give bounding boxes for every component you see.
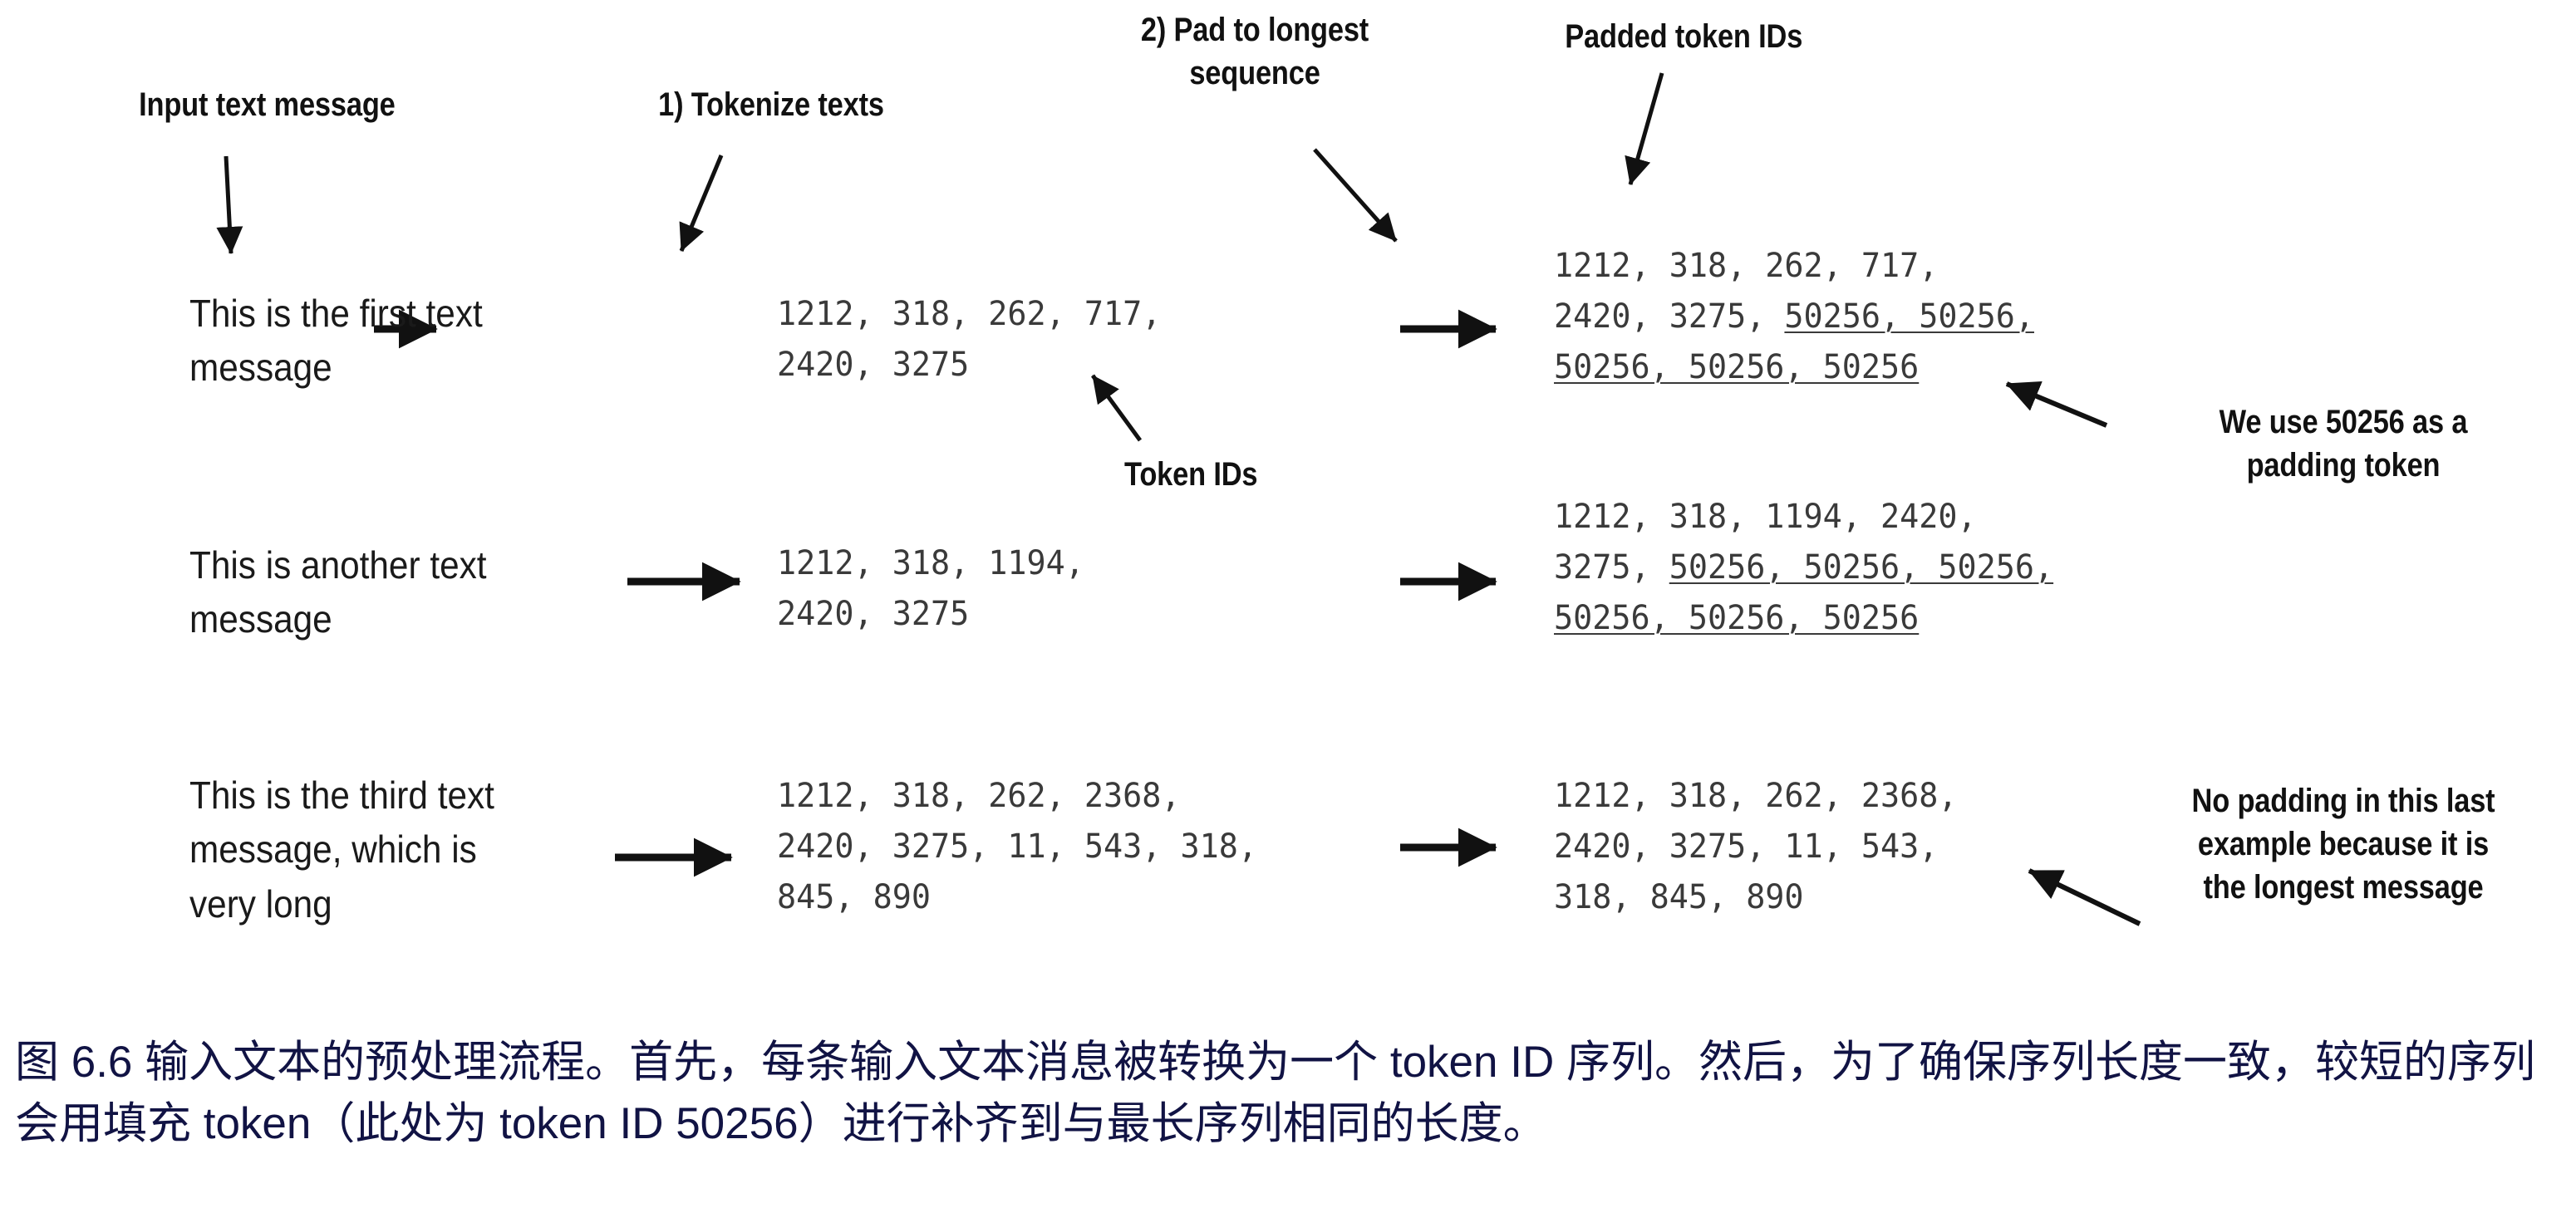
padded-token-ids-1: 1212, 318, 262, 717, 2420, 3275, 50256, … [1554,241,2161,392]
figure-caption: 图 6.6 输入文本的预处理流程。首先，每条输入文本消息被转换为一个 token… [15,1038,2535,1149]
padded-prefix-2: 1212, 318, 1194, 2420, 3275, [1554,498,1977,587]
padded-token-ids-3: 1212, 318, 262, 2368, 2420, 3275, 11, 54… [1554,777,1958,916]
arrow-diagonal-icon-pad [1313,148,1398,243]
padding-tokens-2: 50256, 50256, 50256, 50256, 50256, 50256 [1554,548,2054,637]
label-input-text-message: Input text message [139,86,396,123]
token-ids-1: 1212, 318, 262, 717, 2420, 3275 [777,295,1162,384]
arrow-down-icon-input-message [216,155,243,254]
token-ids-2: 1212, 318, 1194, 2420, 3275 [777,544,1084,633]
padding-tokens-1: 50256, 50256, 50256, 50256, 50256 [1554,297,2034,386]
input-message-2: This is another text message [189,543,487,641]
input-message-1: This is the first text message [189,292,483,390]
label-token-ids: Token IDs [1124,456,1258,493]
label-pad-to-longest-sequence: 2) Pad to longest sequence [1140,12,1369,91]
token-ids-3: 1212, 318, 262, 2368, 2420, 3275, 11, 54… [777,777,1257,916]
label-tokenize-texts: 1) Tokenize texts [658,86,884,123]
arrow-diagonal-icon-tokenize [679,155,724,252]
label-padded-token-ids: Padded token IDs [1565,18,1803,55]
label-padding-token-note: We use 50256 as a padding token [2219,404,2468,484]
padded-prefix-1: 1212, 318, 262, 717, 2420, 3275, [1554,247,1939,336]
label-no-padding-note: No padding in this last example because … [2191,783,2495,906]
padded-token-ids-2: 1212, 318, 1194, 2420, 3275, 50256, 5025… [1554,492,2176,643]
input-message-3: This is the third text message, which is… [189,773,494,926]
arrow-diagonal-icon-padded-ids [1625,72,1664,185]
